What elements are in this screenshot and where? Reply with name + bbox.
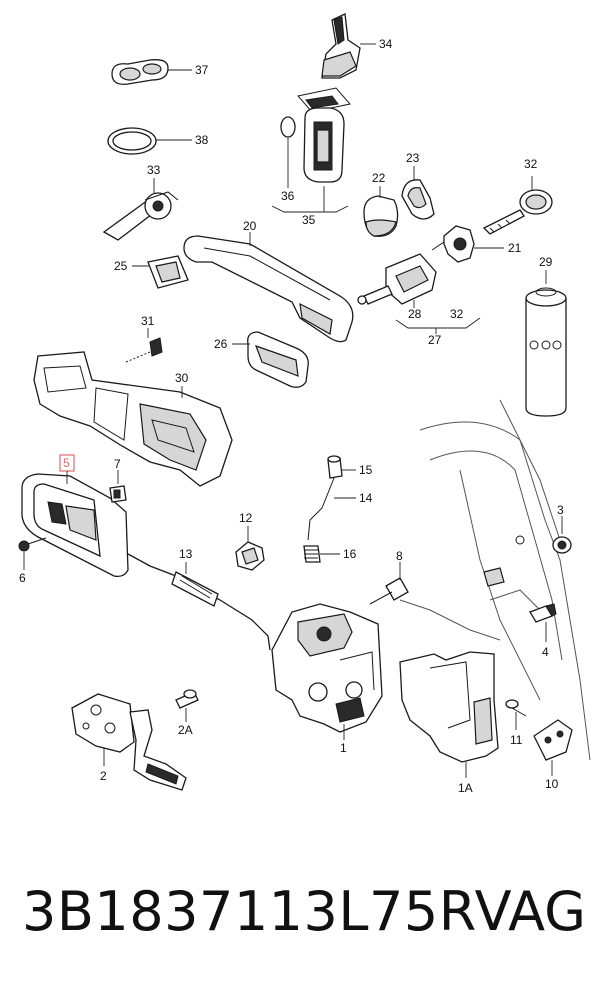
part-15-bolt	[327, 455, 343, 479]
part-12-clip	[235, 541, 265, 571]
part-30-carrier	[33, 351, 233, 487]
part-38-o-ring	[107, 127, 157, 155]
callout-1: 1	[340, 741, 347, 755]
callout-3: 3	[557, 503, 564, 517]
part-25-grommet	[147, 255, 189, 289]
part-11-screw	[505, 699, 527, 717]
callout-32b: 32	[450, 307, 464, 321]
exploded-parts-diagram: 34 37 38 33 36 35 23	[18, 13, 591, 795]
callout-31: 31	[141, 314, 155, 328]
callout-2A: 2A	[178, 723, 193, 737]
callout-28: 28	[408, 307, 422, 321]
callout-33: 33	[147, 163, 161, 177]
part-20-outer-handle	[183, 235, 354, 343]
callout-25: 25	[114, 259, 128, 273]
callout-32: 32	[524, 157, 538, 171]
part-1a-bracket	[399, 651, 499, 763]
part-6-screw	[18, 537, 47, 552]
callout-14: 14	[359, 491, 373, 505]
callout-29: 29	[539, 255, 553, 269]
part-28-lock-cylinder	[357, 253, 437, 305]
callout-8: 8	[396, 549, 403, 563]
callout-13: 13	[179, 547, 193, 561]
callout-23: 23	[406, 151, 420, 165]
callout-26: 26	[214, 337, 228, 351]
part-34-handle-grip	[321, 13, 361, 79]
callout-30: 30	[175, 371, 189, 385]
part-8-switch	[369, 577, 409, 605]
part-7-clip	[109, 485, 127, 503]
callout-27: 27	[428, 333, 442, 347]
part-footer: 3B1837113L75R VAG	[0, 880, 600, 980]
part-5-inner-handle	[21, 473, 129, 578]
brand-label: VAG	[474, 880, 586, 943]
part-29-spray-can	[525, 287, 567, 417]
part-2a-pin	[175, 689, 199, 709]
part-2-bellcrank	[71, 693, 187, 791]
part-3-plug	[552, 536, 572, 554]
callout-22: 22	[372, 171, 386, 185]
callout-5: 5	[63, 456, 70, 470]
callout-7: 7	[114, 457, 121, 471]
callout-6: 6	[19, 571, 26, 585]
callout-20: 20	[243, 219, 257, 233]
part-14-rod	[307, 477, 335, 541]
part-number: 3B1837113L75R	[22, 880, 477, 943]
callout-15: 15	[359, 463, 373, 477]
callout-2: 2	[100, 769, 107, 783]
part-26-seal	[247, 331, 309, 388]
callout-16: 16	[343, 547, 357, 561]
callout-1A: 1A	[458, 781, 473, 795]
door-frame-body	[399, 399, 591, 761]
callout-34: 34	[379, 37, 393, 51]
callout-37: 37	[195, 63, 209, 77]
callout-21: 21	[508, 241, 522, 255]
part-32-key	[482, 189, 553, 235]
callout-38: 38	[195, 133, 209, 147]
part-23-cap	[401, 179, 435, 220]
part-35-lock-cover	[297, 87, 351, 183]
callout-4: 4	[542, 645, 549, 659]
part-1-door-lock	[271, 603, 383, 733]
callout-11: 11	[510, 733, 523, 747]
callout-12: 12	[239, 511, 253, 525]
callout-36: 36	[281, 189, 295, 203]
callout-35: 35	[302, 213, 316, 227]
part-31-screw	[125, 337, 163, 363]
part-13-cable	[127, 553, 271, 651]
part-22-cap	[363, 195, 399, 237]
part-36-small-ring	[280, 116, 296, 138]
part-10-striker	[533, 719, 573, 761]
part-37-gasket	[111, 59, 169, 85]
part-4-bolt	[529, 603, 557, 623]
part-16-nut	[303, 545, 321, 563]
part-33-lever	[102, 191, 179, 241]
part-21-bracket	[431, 225, 475, 263]
callout-10: 10	[545, 777, 559, 791]
